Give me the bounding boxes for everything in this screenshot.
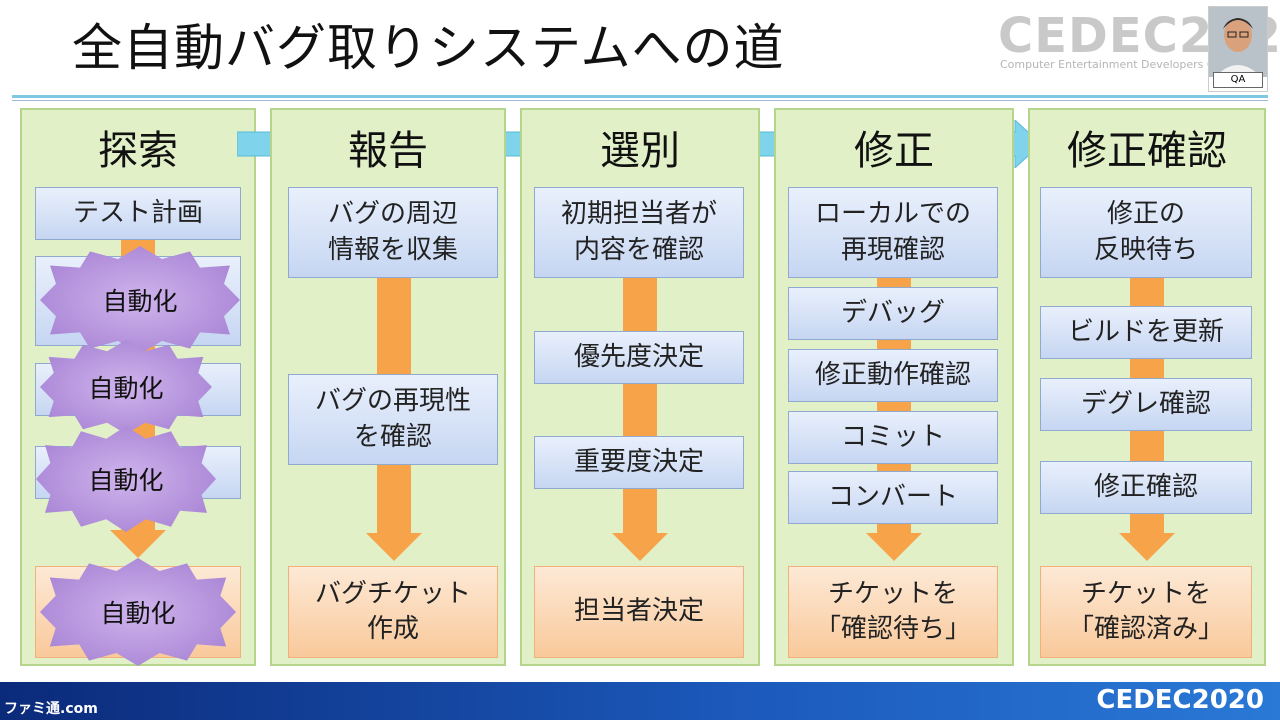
footer-cedec-logo: CEDEC2020 [1096, 685, 1264, 715]
box-commit: コミット [788, 411, 998, 464]
box-ticket-done: チケットを 「確認済み」 [1040, 566, 1252, 658]
box-create-ticket: バグチケット 作成 [288, 566, 498, 658]
famitsu-watermark: ファミ通.com [4, 701, 98, 717]
box-priority: 優先度決定 [534, 331, 744, 384]
flow-arrowhead-report [366, 533, 422, 561]
speaker-video: QA [1208, 6, 1268, 92]
heading-verify: 修正確認 [1067, 128, 1227, 174]
flow-arrowhead-verify [1119, 533, 1175, 561]
speaker-role-label: QA [1213, 72, 1263, 88]
footer-bar [0, 682, 1280, 720]
cedec-logo-subtitle: Computer Entertainment Developers Confer… [1000, 58, 1210, 71]
header-divider [12, 95, 1268, 98]
box-local-repro: ローカルでの 再現確認 [788, 187, 998, 278]
heading-search: 探索 [98, 128, 178, 174]
box-await-fix: 修正の 反映待ち [1040, 187, 1252, 278]
heading-report: 報告 [348, 128, 428, 174]
heading-fix: 修正 [854, 128, 934, 174]
flow-arrowhead-triage [612, 533, 668, 561]
box-debug: デバッグ [788, 287, 998, 340]
box-ticket-pending: チケットを 「確認待ち」 [788, 566, 998, 658]
flow-arrowhead-search [110, 530, 166, 558]
box-assign: 担当者決定 [534, 566, 744, 658]
header-divider-thin [12, 100, 1268, 101]
flow-arrow-triage [623, 278, 657, 533]
box-fix-confirm: 修正確認 [1040, 461, 1252, 514]
box-initial-review: 初期担当者が 内容を確認 [534, 187, 744, 278]
box-collect-info: バグの周辺 情報を収集 [288, 187, 498, 278]
box-regression: デグレ確認 [1040, 378, 1252, 431]
box-check-repro: バグの再現性 を確認 [288, 374, 498, 465]
box-convert: コンバート [788, 471, 998, 524]
box-fix-verify: 修正動作確認 [788, 349, 998, 402]
speaker-avatar-icon [1209, 7, 1267, 77]
slide-title: 全自動バグ取りシステムへの道 [72, 19, 785, 77]
box-update-build: ビルドを更新 [1040, 306, 1252, 359]
flow-arrowhead-fix [866, 533, 922, 561]
box-severity: 重要度決定 [534, 436, 744, 489]
heading-triage: 選別 [600, 128, 680, 174]
box-test-plan: テスト計画 [35, 187, 241, 240]
